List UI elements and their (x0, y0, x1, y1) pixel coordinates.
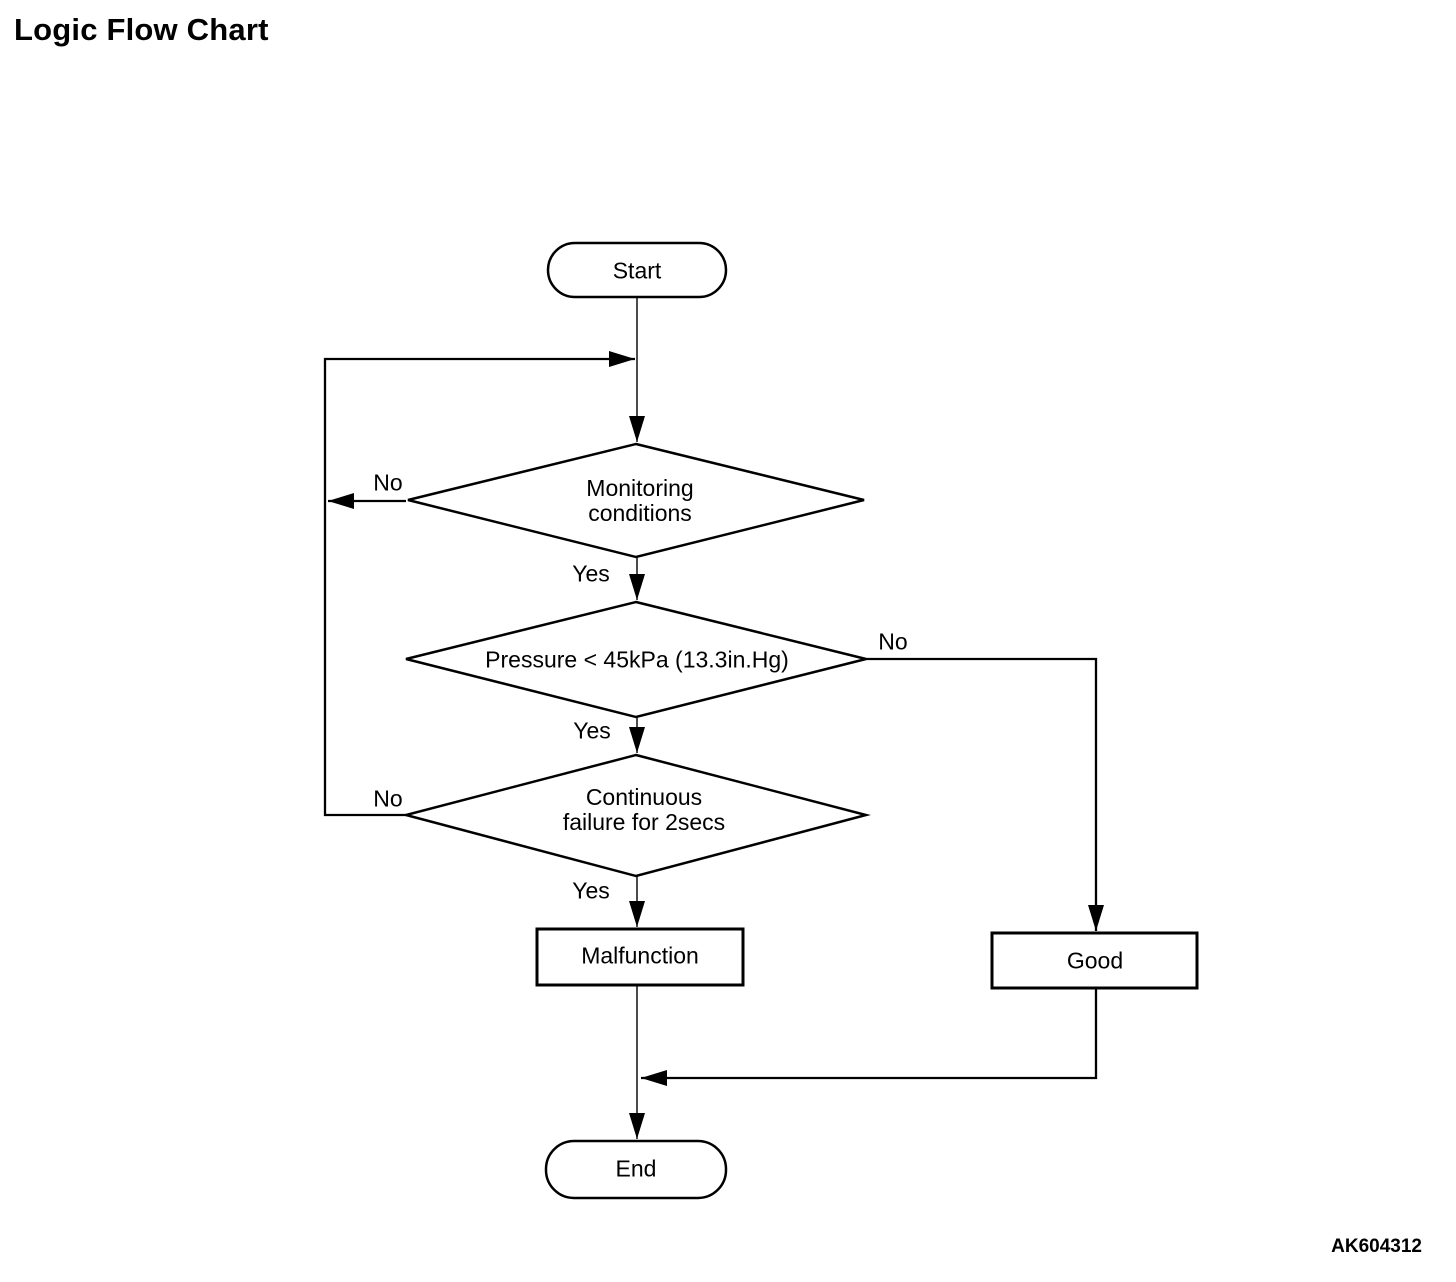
end-node-label: End (615, 1155, 657, 1182)
monitoring-decision-shape (407, 442, 865, 559)
edge-pressure-no (866, 657, 1104, 931)
monitoring-no-label: No (373, 469, 403, 496)
edge-loop-return (323, 351, 635, 817)
monitoring-yes-label: Yes (572, 560, 610, 587)
continuous-no-label: No (373, 785, 403, 812)
continuous-decision-line1: Continuous (585, 784, 703, 810)
continuous-decision-line2: failure for 2secs (562, 809, 726, 835)
pressure-no-label: No (878, 628, 908, 655)
start-node-shape (546, 241, 728, 299)
monitoring-decision-label: Monitoring conditions (586, 476, 693, 526)
malfunction-process-shape (535, 927, 745, 987)
good-process-shape (990, 931, 1199, 990)
figure-code: AK604312 (1331, 1236, 1422, 1257)
edge-good-to-merge (641, 988, 1098, 1086)
continuous-yes-label: Yes (572, 877, 610, 904)
start-node-label: Start (612, 257, 662, 284)
end-node-shape (544, 1139, 728, 1200)
page-title: Logic Flow Chart (14, 12, 269, 47)
monitoring-decision-line1: Monitoring (586, 475, 694, 501)
pressure-yes-label: Yes (573, 717, 611, 744)
continuous-decision-shape (401, 753, 871, 878)
good-process-label: Good (1066, 947, 1124, 974)
pressure-decision-shape (405, 600, 867, 719)
malfunction-process-label: Malfunction (581, 942, 699, 969)
pressure-decision-label: Pressure < 45kPa (13.3in.Hg) (485, 646, 789, 673)
continuous-decision-label: Continuous failure for 2secs (563, 785, 725, 835)
monitoring-decision-line2: conditions (588, 500, 692, 526)
